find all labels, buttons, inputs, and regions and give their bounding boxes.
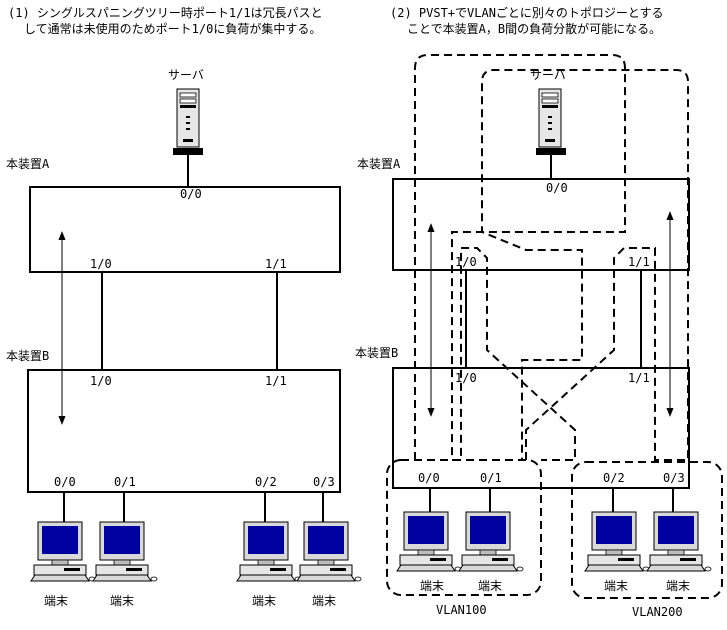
- left-terminal-icon-3: [236, 521, 302, 582]
- left-diagram: サーバ 本装置A 0/0 1/0 1/1 本装置B 1/0 1/1 0/0 0/…: [6, 68, 362, 608]
- left-server-base: [173, 148, 203, 155]
- left-a-port-1-1: 1/1: [265, 257, 287, 271]
- left-device-b-label: 本装置B: [6, 349, 49, 363]
- right-terminal-icon-3: [584, 511, 650, 572]
- right-device-a-label: 本装置A: [357, 157, 401, 171]
- right-a-port-0-0: 0/0: [546, 181, 568, 195]
- left-server-label: サーバ: [168, 68, 204, 82]
- right-b-port-1-0: 1/0: [455, 371, 477, 385]
- left-terminal-label-2: 端末: [110, 594, 134, 608]
- left-a-port-0-0: 0/0: [180, 187, 202, 201]
- right-terminal-icon-4: [646, 511, 712, 572]
- left-terminal-icon-4: [296, 521, 362, 582]
- left-terminal-label-4: 端末: [312, 594, 336, 608]
- vlan100-label: VLAN100: [436, 603, 487, 617]
- right-b-port-0-3: 0/3: [663, 471, 685, 485]
- left-terminal-label-3: 端末: [252, 594, 276, 608]
- right-a-port-1-1: 1/1: [628, 255, 650, 269]
- right-b-port-0-1: 0/1: [480, 471, 502, 485]
- right-server-label: サーバ: [530, 68, 566, 82]
- left-b-port-0-3: 0/3: [313, 475, 335, 489]
- right-server-base: [536, 148, 566, 155]
- right-terminal-label-3: 端末: [604, 579, 628, 593]
- vlan200-label: VLAN200: [632, 605, 683, 619]
- right-device-b-label: 本装置B: [355, 346, 398, 360]
- right-device-a: [392, 178, 690, 271]
- right-diagram: サーバ 本装置A 0/0 1/0 1/1 本装置B 1/0 1/1 0/0 0/…: [355, 54, 723, 619]
- left-terminal-label-1: 端末: [44, 594, 68, 608]
- right-device-b: [392, 367, 690, 489]
- left-b-port-0-2: 0/2: [255, 475, 277, 489]
- right-server-icon: [538, 88, 562, 148]
- vlan200-path: [481, 69, 689, 461]
- right-terminal-label-4: 端末: [666, 579, 690, 593]
- left-a-port-1-0: 1/0: [90, 257, 112, 271]
- left-caption-line1: (1) シングルスパニングツリー時ポート1/1は冗長パスと: [8, 6, 323, 20]
- right-caption-line1: (2) PVST+でVLANごとに別々のトポロジーとする: [390, 5, 664, 20]
- left-b-port-0-1: 0/1: [114, 475, 136, 489]
- right-caption-line2: ことで本装置A，B間の負荷分散が可能になる。: [407, 21, 661, 36]
- left-server-icon: [176, 88, 200, 148]
- right-a-port-1-0: 1/0: [455, 255, 477, 269]
- left-terminal-icon-2: [92, 521, 158, 582]
- vlan100-path: [414, 54, 626, 461]
- left-b-port-1-0: 1/0: [90, 374, 112, 388]
- right-terminal-label-2: 端末: [478, 579, 502, 593]
- vlan100-group: [386, 459, 542, 596]
- vlan200-group: [571, 461, 723, 599]
- right-b-port-0-0: 0/0: [418, 471, 440, 485]
- left-device-a: [29, 186, 341, 273]
- left-caption-line2: して通常は未使用のためポート1/0に負荷が集中する。: [24, 21, 321, 36]
- right-b-port-0-2: 0/2: [603, 471, 625, 485]
- left-terminal-icon-1: [30, 521, 96, 582]
- right-terminal-icon-2: [458, 511, 524, 572]
- left-b-port-1-1: 1/1: [265, 374, 287, 388]
- right-b-port-1-1: 1/1: [628, 371, 650, 385]
- left-device-b: [27, 369, 341, 493]
- left-device-a-label: 本装置A: [6, 157, 50, 171]
- right-terminal-label-1: 端末: [420, 579, 444, 593]
- right-terminal-icon-1: [396, 511, 462, 572]
- left-b-port-0-0: 0/0: [54, 475, 76, 489]
